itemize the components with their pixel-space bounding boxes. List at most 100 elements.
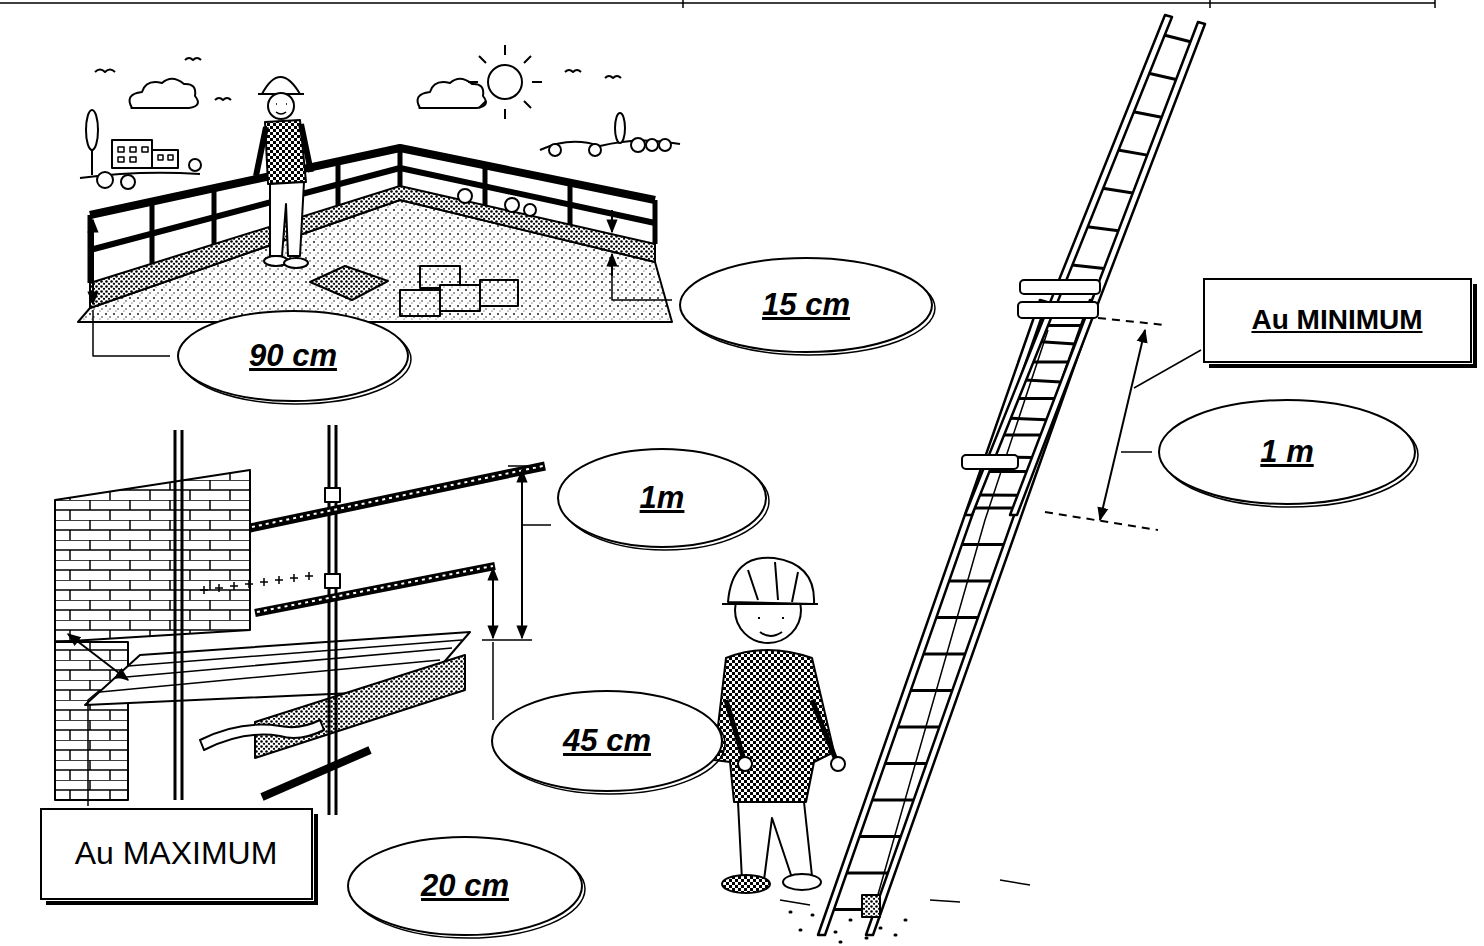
guardrail-post — [90, 148, 655, 283]
ladder-rung — [1011, 418, 1047, 419]
tree — [631, 138, 645, 152]
dimension-label: 1 m — [1260, 434, 1313, 470]
brick-block — [440, 285, 480, 311]
ledger-tube — [262, 750, 370, 797]
ladder-worker — [758, 618, 784, 636]
dimension-arrow — [521, 470, 523, 638]
ladder-worker — [738, 757, 752, 771]
frame-line — [0, 0, 1435, 8]
mid-rail-texture — [257, 566, 493, 612]
ladder-hook — [962, 455, 1018, 469]
guardrail-mid-rail — [90, 168, 655, 250]
ladder-rung — [1041, 342, 1075, 344]
ladder-rung — [1118, 150, 1147, 155]
ladder-rung — [910, 689, 952, 692]
ladder-rung — [1000, 433, 1043, 436]
dimension-ellipse: 1 m — [1156, 397, 1418, 507]
gutter — [200, 720, 324, 750]
dimension-label: Au MAXIMUM — [75, 835, 278, 872]
dimension-ellipse: 20 cm — [345, 834, 585, 938]
coupler — [325, 488, 340, 502]
ladder-rung — [923, 653, 965, 656]
top-rail — [250, 466, 545, 528]
wall-marks — [200, 572, 313, 594]
dimension-label: 45 cm — [563, 723, 651, 759]
ladder-rung — [885, 762, 927, 765]
dimension-arrow — [1100, 330, 1145, 520]
dimension-label: 90 cm — [249, 338, 337, 374]
roof-worker — [276, 104, 287, 114]
callout-box: Au MAXIMUM — [40, 808, 318, 905]
ladder-worker — [831, 757, 845, 771]
tree-trunk — [91, 150, 93, 175]
brick-block — [400, 290, 440, 316]
ladder-rung — [872, 799, 913, 802]
roof-worker — [262, 77, 300, 94]
tree — [189, 159, 201, 171]
ladder-rung — [974, 506, 1016, 509]
dashed-line — [1045, 318, 1165, 530]
dimension-ellipse: 45 cm — [489, 688, 725, 794]
ladder-scene — [780, 15, 1205, 942]
ladder-worker — [783, 874, 821, 890]
building-windows — [118, 147, 173, 162]
roof-worker — [256, 124, 311, 176]
sun — [488, 65, 522, 99]
ladder-rung — [898, 726, 940, 729]
ladder-hook — [1020, 280, 1100, 294]
dimension-label: Au MINIMUM — [1251, 304, 1422, 336]
ladder-rung — [1164, 35, 1190, 42]
tree — [458, 189, 472, 203]
tree — [524, 204, 536, 216]
leader-line — [1134, 350, 1201, 388]
tree — [97, 172, 113, 188]
ladder-foot — [862, 895, 880, 917]
dimension-label: 1m — [640, 480, 685, 516]
mid-rail — [255, 566, 495, 613]
leader-line — [93, 310, 170, 356]
brick-block — [480, 280, 518, 306]
ladder-worker — [714, 558, 845, 893]
scaffold-pole — [329, 425, 336, 815]
roof-scene — [78, 45, 680, 356]
dimension-label: 15 cm — [762, 287, 850, 323]
tree — [549, 144, 561, 156]
brick-wall — [55, 642, 128, 800]
roof-worker — [284, 258, 308, 268]
scaffold-pole — [175, 430, 182, 800]
dimension-ellipse: 1m — [555, 446, 769, 550]
ladder-rung — [1087, 227, 1118, 231]
ladder-worker — [722, 875, 770, 893]
dimension-arrow — [492, 568, 494, 638]
tree — [86, 110, 98, 150]
ladder-worker — [722, 562, 818, 604]
tree — [659, 139, 671, 151]
roof-worker — [268, 93, 294, 119]
dimension-arrow — [92, 220, 94, 304]
cloud — [418, 79, 486, 108]
ladder-rung — [847, 872, 888, 875]
scaffold-scene — [55, 425, 551, 815]
ground-dots — [790, 912, 906, 942]
ladder-hook — [1018, 302, 1098, 318]
box-border — [41, 809, 312, 899]
ellipse-border — [178, 311, 408, 401]
ellipse-border — [492, 691, 722, 791]
dimension-ellipse: 90 cm — [175, 308, 411, 404]
ladder-rung — [962, 543, 1004, 546]
ellipse-border — [1159, 400, 1415, 504]
dimension-label: 20 cm — [421, 868, 509, 904]
roof-worker — [270, 182, 304, 256]
tree — [615, 113, 625, 143]
leader-line — [1121, 451, 1152, 453]
ladder-worker — [728, 558, 814, 604]
brick-wall — [55, 470, 250, 642]
toe-board — [255, 655, 465, 758]
top-rail-texture — [252, 466, 543, 527]
leader-line — [522, 524, 551, 526]
ladder-rung — [1072, 265, 1104, 269]
cloud — [130, 79, 198, 108]
ladder-rung — [949, 579, 991, 582]
ladder-rung — [980, 494, 1018, 497]
